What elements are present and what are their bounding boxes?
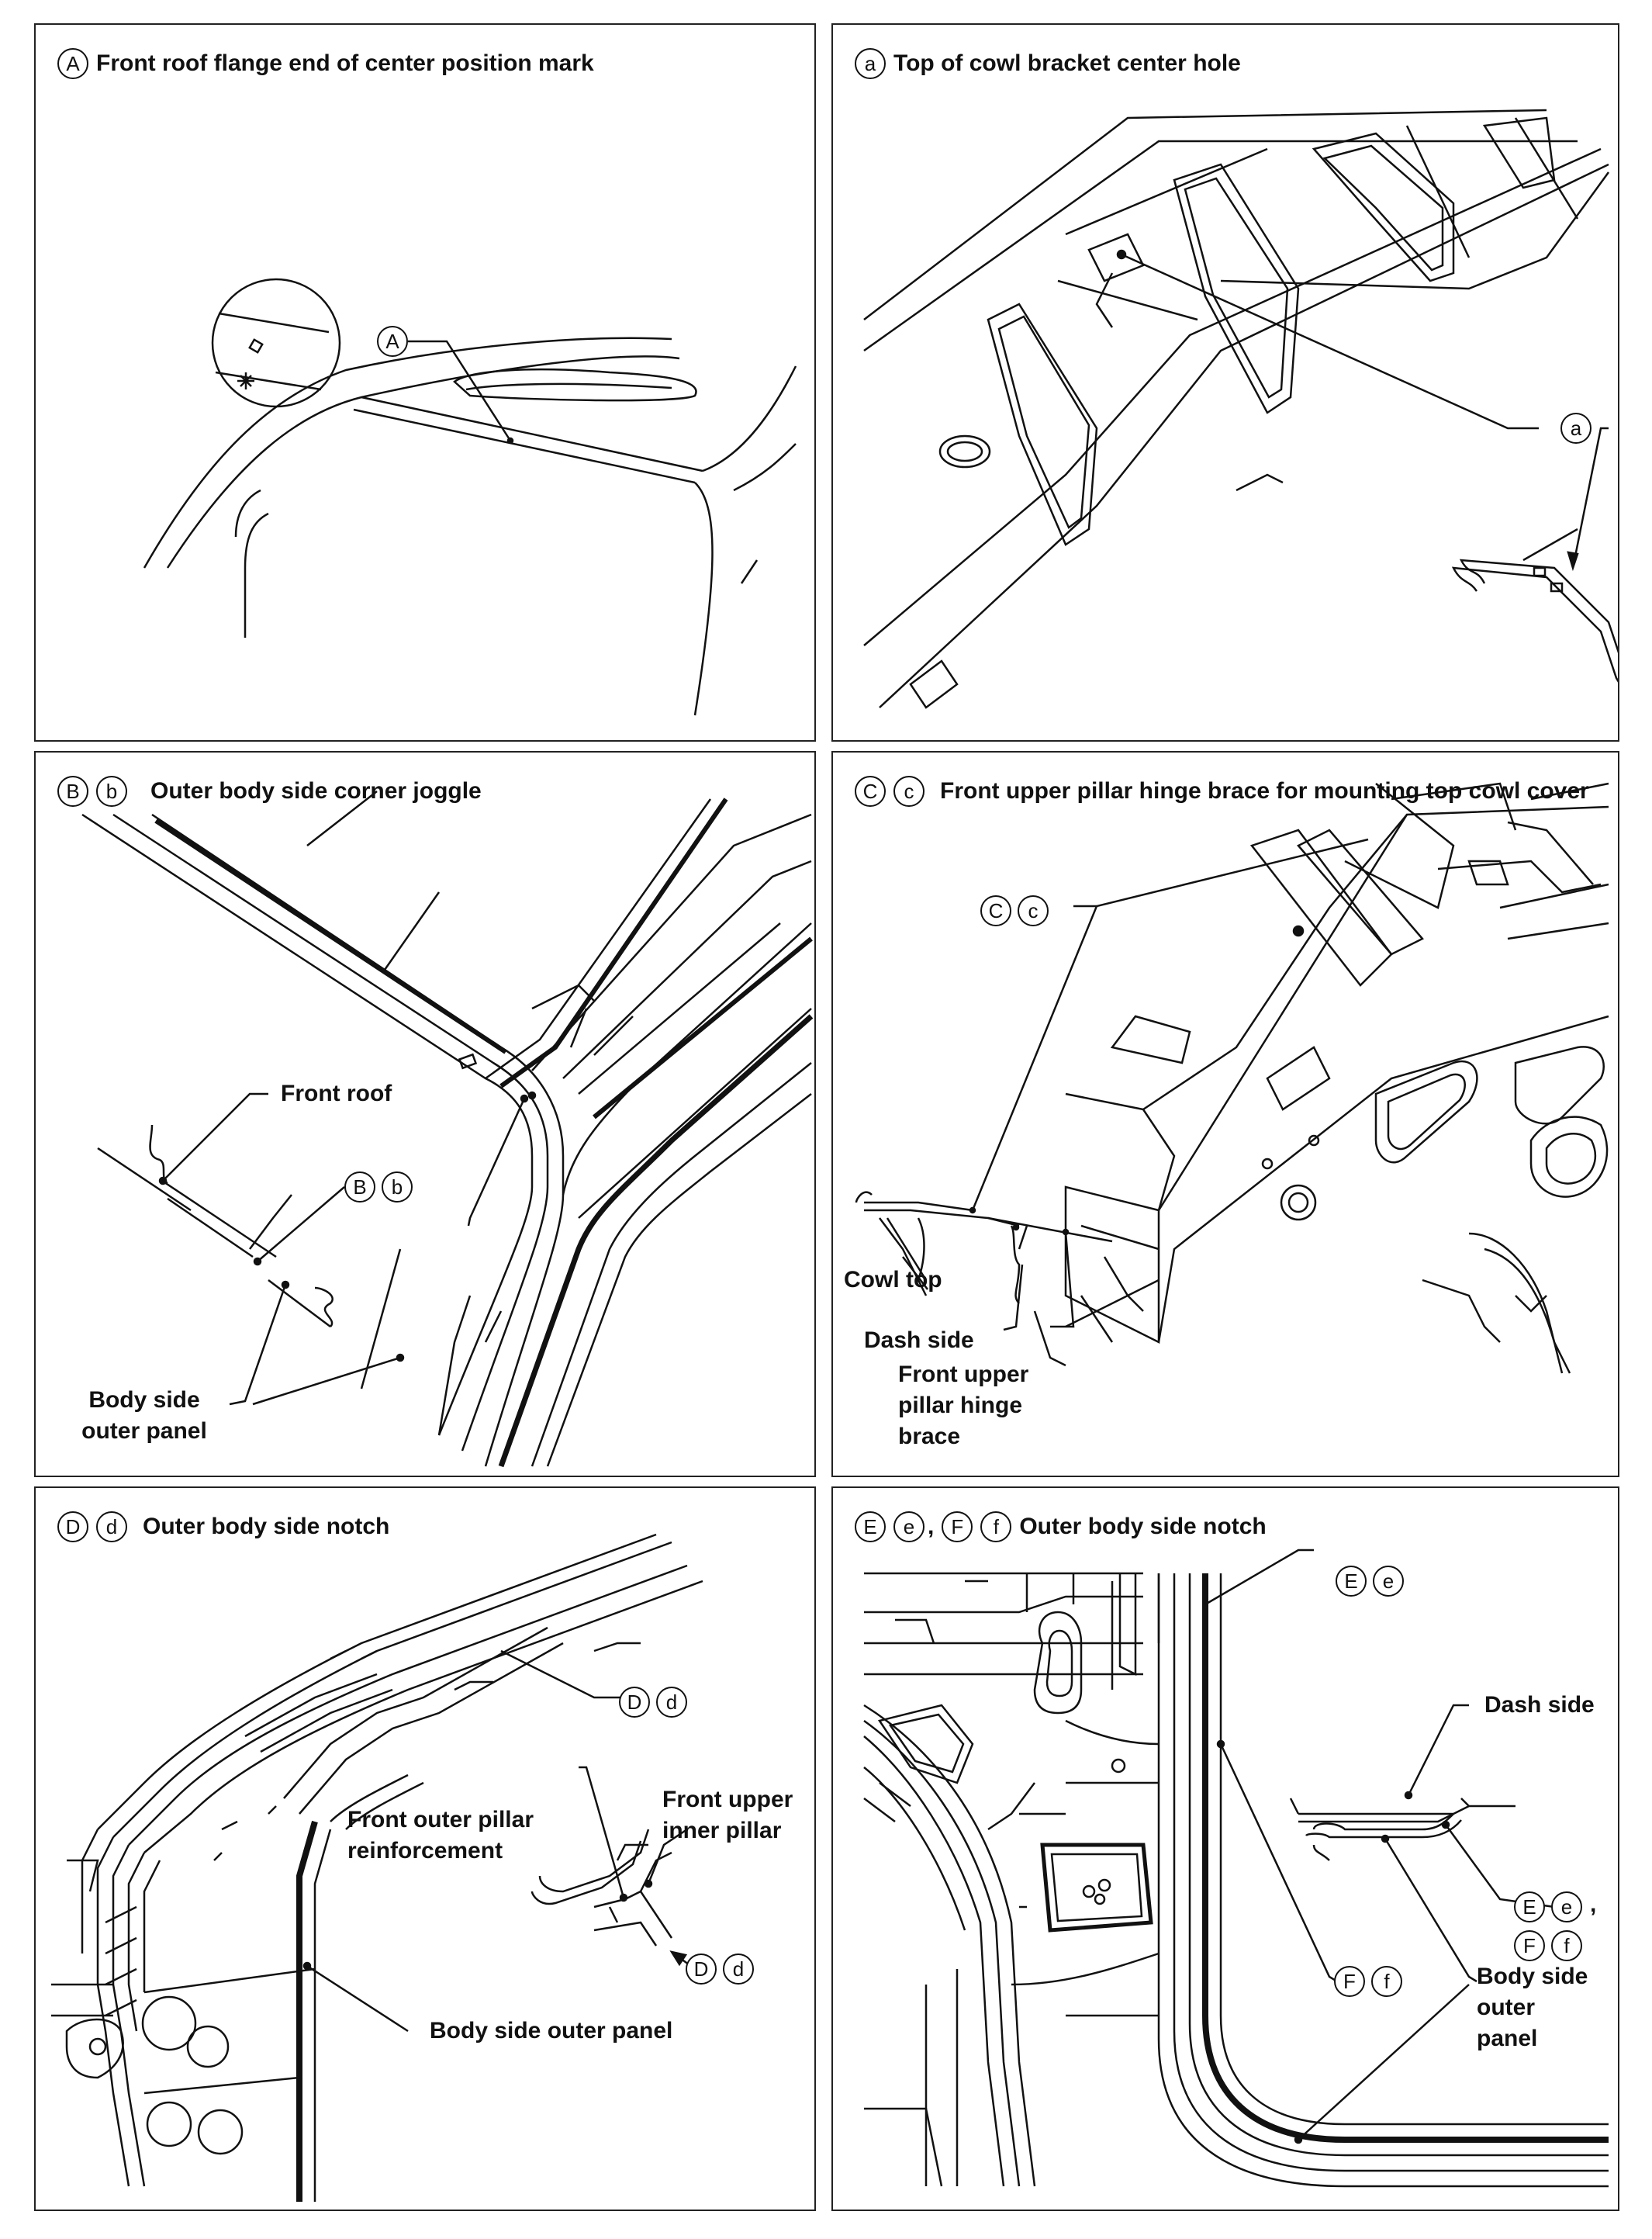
callout-mark: b <box>96 776 127 807</box>
label-line: brace <box>898 1424 961 1449</box>
callout-mark: f <box>1551 1930 1582 1961</box>
callout-mark: d <box>723 1954 754 1985</box>
label-body-side-outer-panel: Body side outer panel <box>59 1385 230 1447</box>
title-text: Outer body side notch <box>1019 1514 1267 1539</box>
callout-mark: d <box>656 1687 687 1718</box>
callout-mark: D <box>57 1511 88 1542</box>
label-line: Front upper <box>898 1362 1029 1387</box>
callout-mark: F <box>942 1511 973 1542</box>
panel-hinge-brace: C c Front upper pillar hinge brace for m… <box>831 751 1619 1477</box>
callout-A: A <box>377 326 408 357</box>
callout-mark: a <box>1560 413 1592 444</box>
callout-mark: e <box>1373 1566 1404 1597</box>
callout-mark: E <box>1514 1891 1545 1922</box>
panel-title: a Top of cowl bracket center hole <box>855 48 1241 79</box>
label-line: reinforcement <box>347 1838 503 1864</box>
panel-title: B b Outer body side corner joggle <box>57 776 482 807</box>
panel-notch-ef: E e , F f Outer body side notch <box>831 1486 1619 2211</box>
callout-Ee: E e , <box>1514 1891 1596 1922</box>
callout-Bb: B b <box>344 1171 413 1203</box>
brace-drawing <box>833 753 1619 1477</box>
panel-front-roof-flange: A Front roof flange end of center positi… <box>34 23 816 742</box>
label-front-upper-inner-pillar: Front upper inner pillar <box>662 1784 793 1846</box>
comma: , <box>1590 1891 1597 1917</box>
panel-corner-joggle: B b Outer body side corner joggle <box>34 751 816 1477</box>
callout-Ee-top: E e <box>1336 1566 1404 1597</box>
callout-mark: C <box>980 895 1011 926</box>
callout-mark: F <box>1514 1930 1545 1961</box>
callout-mark: e <box>893 1511 924 1542</box>
panel-title: C c Front upper pillar hinge brace for m… <box>855 776 1589 807</box>
callout-a: a <box>1560 413 1592 444</box>
title-text: Outer body side corner joggle <box>150 778 482 804</box>
label-line: Body side <box>88 1387 200 1413</box>
label-line: Front upper <box>662 1787 793 1812</box>
title-text: Front roof flange end of center position… <box>96 50 594 76</box>
cowl-drawing <box>833 25 1619 742</box>
callout-mark: e <box>1551 1891 1582 1922</box>
callout-mark: a <box>855 48 886 79</box>
callout-Cc: C c <box>980 895 1049 926</box>
panel-title: D d Outer body side notch <box>57 1511 389 1542</box>
callout-Dd-top: D d <box>619 1687 687 1718</box>
label-body-side-outer-panel: Body side outer panel <box>1477 1961 1588 2054</box>
callout-mark: F <box>1334 1966 1365 1997</box>
callout-mark: D <box>619 1687 650 1718</box>
label-body-side-outer-panel: Body side outer panel <box>430 2018 673 2043</box>
label-front-outer-pillar-reinforcement: Front outer pillar reinforcement <box>347 1805 534 1867</box>
panel-title: E e , F f Outer body side notch <box>855 1511 1267 1542</box>
label-line: Front outer pillar <box>347 1807 534 1832</box>
notch-d-drawing <box>36 1488 816 2211</box>
label-front-roof: Front roof <box>281 1081 392 1106</box>
label-line: outer panel <box>81 1418 207 1444</box>
label-line: panel <box>1477 2026 1538 2051</box>
callout-mark: E <box>1336 1566 1367 1597</box>
callout-mark: c <box>1018 895 1049 926</box>
label-line: pillar hinge <box>898 1393 1023 1418</box>
label-line: inner pillar <box>662 1818 782 1843</box>
panel-title: A Front roof flange end of center positi… <box>57 48 594 79</box>
title-text: Front upper pillar hinge brace for mount… <box>940 778 1589 804</box>
label-line: outer <box>1477 1995 1535 2020</box>
callout-mark: D <box>686 1954 717 1985</box>
callout-mark: B <box>344 1171 375 1203</box>
notch-ef-drawing <box>833 1488 1619 2211</box>
panel-cowl-bracket: a Top of cowl bracket center hole <box>831 23 1619 742</box>
callout-mark: C <box>855 776 886 807</box>
callout-mark: b <box>382 1171 413 1203</box>
comma: , <box>928 1514 935 1539</box>
callout-Ff-mid: F f <box>1334 1966 1402 1997</box>
title-text: Outer body side notch <box>143 1514 390 1539</box>
label-cowl-top: Cowl top <box>844 1267 942 1293</box>
callout-Ff: F f <box>1514 1930 1582 1961</box>
panel-notch-d: D d Outer body side notch <box>34 1486 816 2211</box>
callout-mark: d <box>96 1511 127 1542</box>
callout-mark: A <box>377 326 408 357</box>
label-dash-side: Dash side <box>1484 1692 1595 1718</box>
callout-mark: c <box>893 776 924 807</box>
joggle-drawing <box>36 753 816 1477</box>
callout-mark: B <box>57 776 88 807</box>
callout-mark: E <box>855 1511 886 1542</box>
callout-mark: A <box>57 48 88 79</box>
label-line: Body side <box>1477 1964 1588 1989</box>
callout-mark: f <box>1371 1966 1402 1997</box>
label-hinge-brace: Front upper pillar hinge brace <box>898 1359 1028 1452</box>
label-dash-side: Dash side <box>864 1327 974 1353</box>
callout-mark: f <box>980 1511 1012 1542</box>
roof-drawing <box>36 25 816 742</box>
title-text: Top of cowl bracket center hole <box>893 50 1241 76</box>
callout-Dd-bottom: D d <box>686 1954 754 1985</box>
